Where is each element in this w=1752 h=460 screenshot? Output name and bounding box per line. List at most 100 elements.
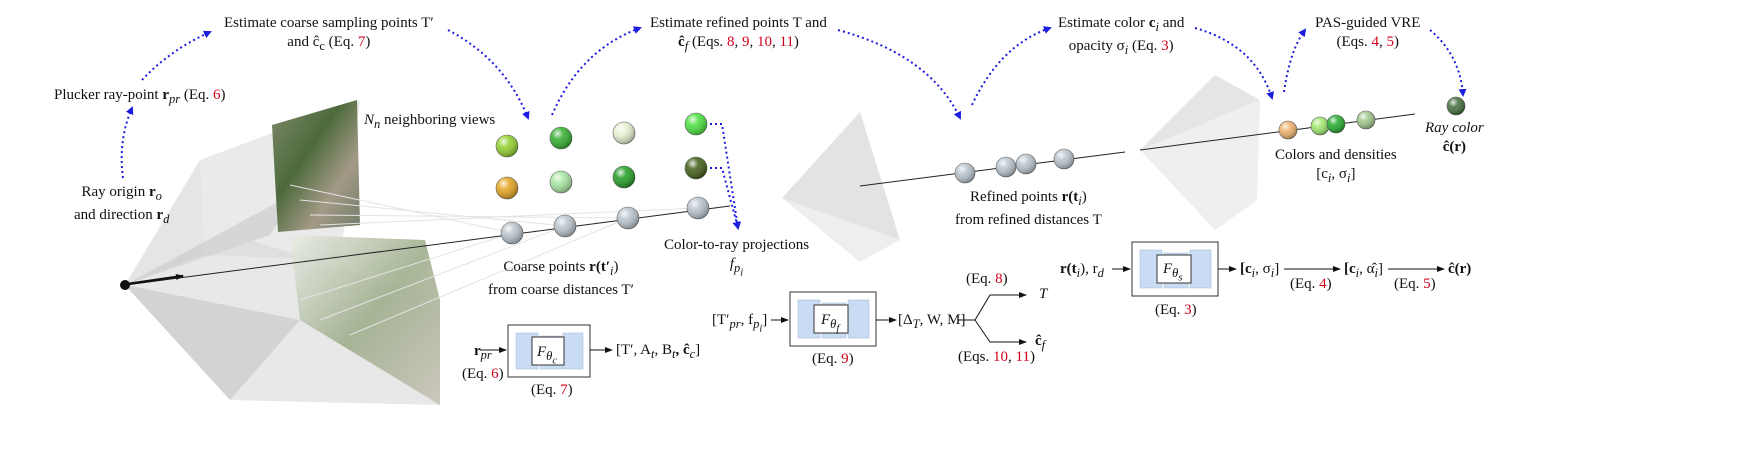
neighbor-view-image-1 (272, 100, 360, 232)
ray-origin-dot (120, 280, 130, 290)
nets-input-2: ), r (1080, 261, 1098, 277)
refined-points-l2: from refined distances T (955, 212, 1102, 228)
netf-input-1: [T′ (712, 312, 730, 328)
ray-dir-sub: d (163, 212, 170, 226)
netf-name: Fθf (821, 311, 839, 339)
label-refined: Estimate refined points T and ĉf (Eqs. 8… (650, 15, 827, 53)
frustum-mid-left-2 (782, 198, 900, 262)
color-to-ray-text: Color-to-ray projections (664, 237, 810, 253)
nets-caption-post: ) (1191, 302, 1197, 318)
ray-origin-l1: Ray origin (81, 184, 149, 200)
netf-bot-eq-ref-11: 11 (1015, 349, 1030, 365)
refined-point-sphere (954, 162, 976, 184)
flow-arrow-6 (971, 26, 1052, 106)
netc-output-2: , B (654, 342, 672, 358)
nets-input-sub2: d (1097, 266, 1104, 280)
nets-out1-sub2: i (1270, 266, 1275, 280)
coarse-points-close: ) (613, 259, 619, 275)
flow-arrow-4 (551, 26, 642, 116)
colors-densities-l2b: i (1327, 171, 1332, 185)
frustum-mid-left (782, 112, 900, 240)
netc-input-sym: r (473, 343, 481, 359)
ray-origin-sub: o (155, 189, 162, 203)
color-sample-sphere (612, 121, 636, 145)
coarse-points-l2: from coarse distances T′ (488, 282, 634, 298)
refined-point-sphere (1053, 148, 1075, 170)
colors-densities-l2d: i (1346, 171, 1351, 185)
netf-name-sym: F (821, 312, 831, 328)
pas-line1: PAS-guided VRE (1315, 15, 1421, 31)
nets-input-1: r(t (1060, 261, 1077, 277)
frustum-group-mid (782, 75, 1260, 262)
colors-densities-l2c: , σ (1331, 166, 1347, 182)
netc-output-sub2: t (671, 347, 676, 361)
refined-eqs-pre: (Eqs. (688, 34, 727, 50)
netf-output-1: [Δ (898, 312, 913, 328)
netc-output-sub3: c (689, 347, 696, 361)
refined-line2: ĉ (678, 34, 685, 50)
nets-caption: (Eq. 3) (1155, 301, 1197, 320)
coarse-color-grid (495, 112, 708, 200)
color-to-ray-arrows (710, 123, 742, 230)
nets-out3: ĉ(r) (1448, 261, 1472, 277)
colors-densities-l2e: ] (1350, 166, 1356, 182)
color-line2-sub: i (1124, 43, 1129, 57)
netf-top-eq-post: ) (1002, 271, 1008, 287)
flow-arrows (120, 26, 1467, 179)
label-color-to-ray: Color-to-ray projections fpi (664, 236, 809, 283)
refined-points-close: ) (1081, 189, 1087, 205)
netf-branch-top-out: T (1039, 286, 1048, 302)
ray-origin-sym: r (148, 184, 156, 200)
netc-caption-pre: (Eq. (531, 382, 561, 398)
plucker-text: Plucker ray-point (54, 87, 163, 103)
coarse-point-sphere (616, 206, 640, 230)
netf-top-eq-ref: 8 (995, 271, 1003, 287)
flow-arrow-7 (1194, 27, 1274, 100)
colors-densities-l1: Colors and densities (1275, 147, 1397, 163)
color-eq-post: ) (1168, 38, 1174, 54)
label-colors-densities: Colors and densities [ci, σi] (1275, 146, 1397, 188)
pas-eq-ref-4: 4 (1371, 34, 1379, 50)
netf-input-subsub2: i (759, 323, 763, 335)
netf-caption-post: ) (848, 351, 854, 367)
netc-output-3: , ĉ (675, 342, 690, 358)
coarse-point-sphere (686, 196, 710, 220)
density-point-sphere (1310, 116, 1330, 136)
netf-output: [ΔT, W, M] (898, 311, 965, 334)
color-sample-sphere (612, 165, 636, 189)
netc-name-subsub: c (552, 355, 557, 367)
ray-color-l1: Ray color (1425, 120, 1484, 136)
netc-eq-in-pre: (Eq. (462, 366, 492, 382)
refined-eq-ref-11: 11 (779, 34, 794, 50)
color-sample-sphere (684, 156, 708, 180)
plucker-sub: pr (168, 92, 181, 106)
netc-output: [T′, At, Bt, ĉc] (616, 341, 700, 364)
color-sample-sphere (549, 126, 573, 150)
netc-name: Fθc (537, 343, 557, 371)
nets-arrow2-eq-pre: (Eq. (1394, 276, 1424, 292)
color-line1-sym: c (1148, 15, 1156, 31)
refined-points (954, 148, 1075, 184)
color-eq-pre: (Eq. (1128, 38, 1162, 54)
nets-arrow1-eq: (Eq. 4) (1290, 275, 1332, 294)
netc-name-sym: F (537, 344, 547, 360)
coarse-eq-ref: 7 (357, 34, 366, 50)
nets-caption-pre: (Eq. (1155, 302, 1185, 318)
refined-eqs-post: ) (793, 34, 799, 50)
nets-out2-1: [c (1344, 261, 1356, 277)
label-plucker: Plucker ray-point rpr (Eq. 6) (54, 86, 226, 109)
ray-color-sphere (1446, 96, 1466, 116)
netf-caption-pre: (Eq. (812, 351, 842, 367)
netf-input-sub1: pr (729, 317, 741, 331)
netc-caption-ref: 7 (560, 382, 568, 398)
netf-bot-out-sym: ĉ (1035, 333, 1042, 349)
flow-arrow-5 (837, 29, 962, 120)
nets-out2: [ci, α̂i] (1344, 260, 1383, 283)
plucker-eq-ref: 6 (213, 87, 221, 103)
color-eq-ref: 3 (1161, 38, 1169, 54)
refined-points-l1: Refined points (969, 189, 1062, 205)
plucker-eq-post: ) (220, 87, 226, 103)
nets-arrow1-eq-ref: 4 (1319, 276, 1327, 292)
frustum-lower-2 (125, 285, 300, 400)
refined-line2-sub: f (684, 39, 689, 53)
